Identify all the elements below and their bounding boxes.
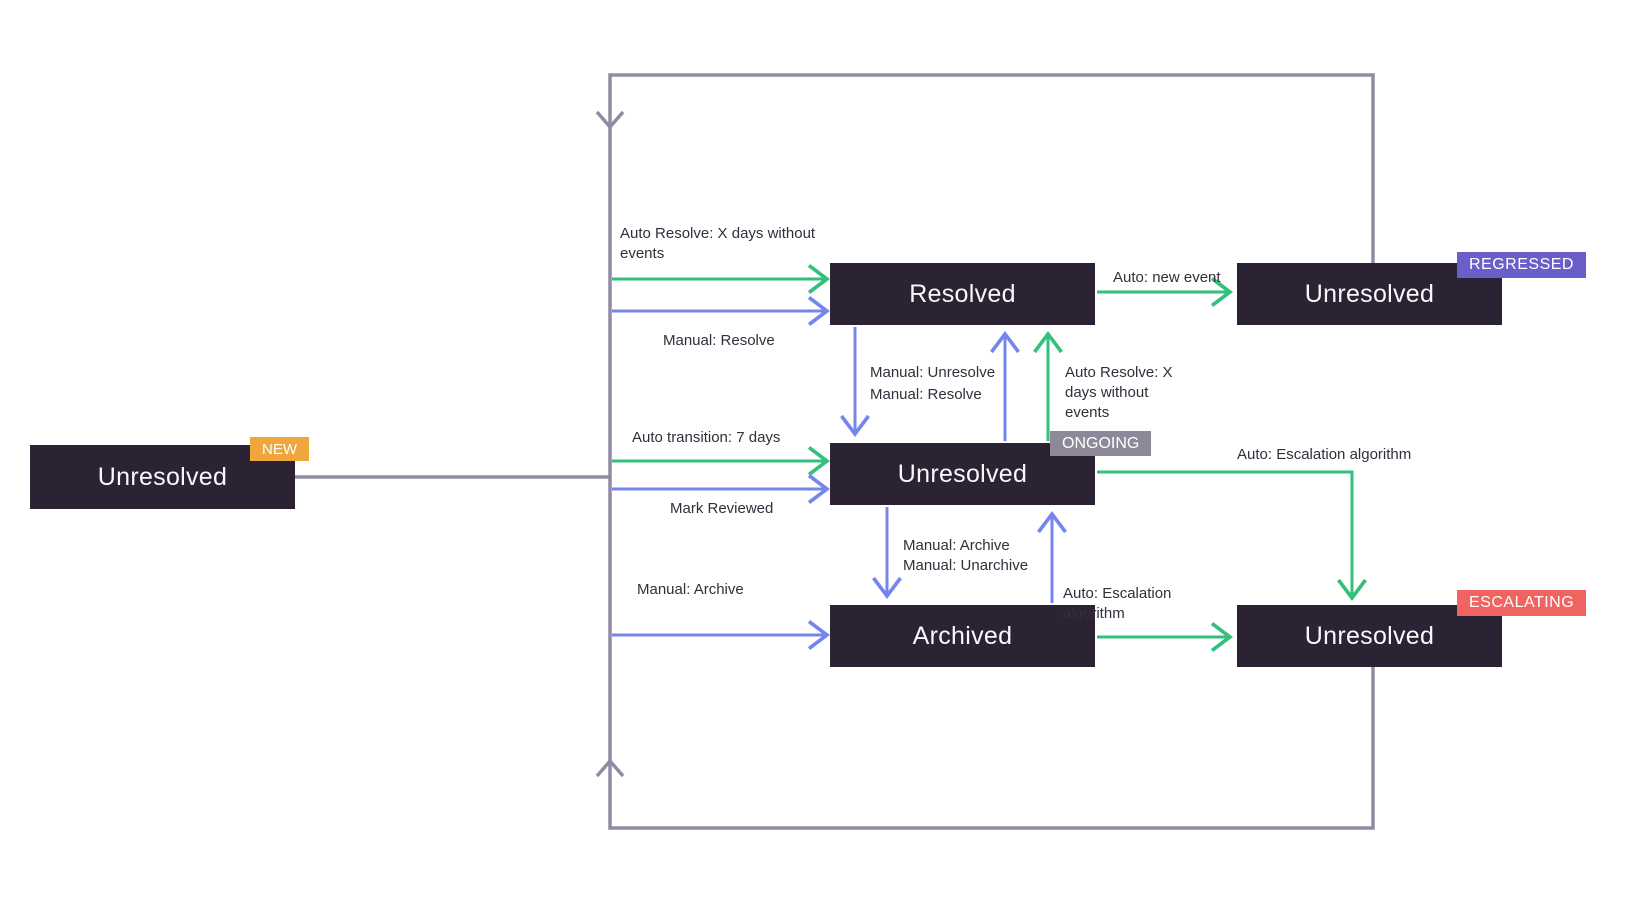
node-unresolved-escalating-label: Unresolved — [1304, 621, 1435, 650]
edge-label-manual-archive-pair: Manual: Archive Manual: Unarchive — [903, 537, 1029, 574]
edge-label-manual-unresolve-pair: Manual: Unresolve Manual: Resolve — [870, 364, 996, 403]
edge-label-manual-archive: Manual: Archive — [637, 581, 744, 598]
badge-ongoing: ONGOING — [1050, 431, 1152, 456]
node-resolved: Resolved — [830, 263, 1095, 325]
node-unresolved-regressed-label: Unresolved — [1304, 279, 1435, 308]
edge-label-auto-escalation-top: Auto: Escalation algorithm — [1237, 446, 1412, 463]
edge-label-manual-resolve: Manual: Resolve — [663, 332, 775, 349]
edge-label-mark-reviewed: Mark Reviewed — [670, 500, 774, 517]
badge-new: NEW — [250, 437, 309, 461]
badge-regressed: REGRESSED — [1457, 252, 1586, 278]
edge-label-auto-transition: Auto transition: 7 days — [632, 429, 781, 446]
node-archived: Archived — [830, 605, 1095, 667]
node-unresolved-new: Unresolved — [30, 445, 295, 509]
badge-escalating: ESCALATING — [1457, 590, 1587, 616]
loop-down-arrowhead — [595, 110, 625, 130]
node-resolved-label: Resolved — [909, 279, 1016, 308]
edge-label-auto-new-event: Auto: new event — [1113, 269, 1221, 286]
loop-up-arrowhead — [595, 758, 625, 778]
node-unresolved-ongoing-label: Unresolved — [897, 459, 1028, 488]
feedback-loop-line — [608, 73, 1375, 830]
edge-label-auto-escalation-bottom: Auto: Escalation algorithm — [1063, 585, 1172, 622]
arrow-auto-escalation-top — [1097, 470, 1367, 601]
edge-label-auto-resolve-vertical: Auto Resolve: X days without events — [1065, 364, 1173, 421]
node-unresolved-new-label: Unresolved — [97, 462, 228, 491]
edge-label-auto-resolve: Auto Resolve: X days without events — [620, 225, 816, 262]
node-archived-label: Archived — [912, 621, 1013, 650]
